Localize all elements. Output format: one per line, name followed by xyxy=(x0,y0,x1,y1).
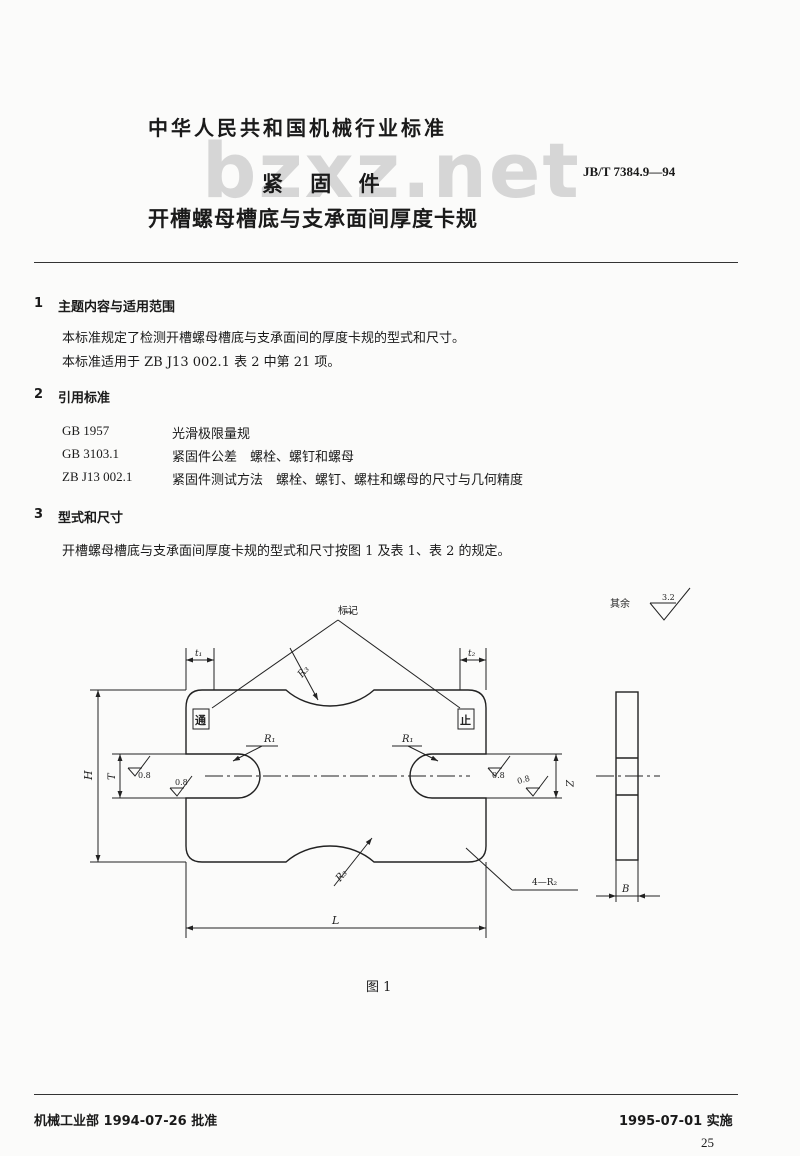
roughness-label: 0.8 xyxy=(492,771,505,780)
section-title: 引用标准 xyxy=(58,391,111,406)
nogo-box xyxy=(457,708,475,730)
rest-roughness-value: 3.2 xyxy=(662,593,675,602)
t-label: T xyxy=(107,772,118,780)
t2-label: t₂ xyxy=(468,649,476,659)
paragraph: 本标准规定了检测开槽螺母槽底与支承面间的厚度卡规的型式和尺寸。 xyxy=(62,331,466,346)
mark-label: 标记 xyxy=(338,605,358,617)
r1-left-label: R₁ xyxy=(263,734,276,745)
mark-leader xyxy=(211,619,339,709)
roughness-label: 0.8 xyxy=(138,771,151,780)
paragraph: 本标准适用于 ZB J13 002.1 表 2 中第 21 项。 xyxy=(62,355,341,370)
roughness-label: 0.8 xyxy=(516,774,531,786)
t1-label: t₁ xyxy=(195,649,202,659)
approval-date: 机械工业部 1994-07-26 批准 xyxy=(34,1114,218,1129)
l-label: L xyxy=(331,914,339,927)
title-line-1: 紧 固 件 xyxy=(262,171,390,196)
r3-top-label: R₃ xyxy=(295,664,311,681)
section-title: 主题内容与适用范围 xyxy=(58,300,176,315)
corner-radius-label: 4—R₂ xyxy=(532,878,558,888)
section-number: 1 xyxy=(34,296,44,311)
reference-name: 紧固件公差 螺栓、螺钉和螺母 xyxy=(172,450,355,465)
go-label: 通 xyxy=(195,714,206,727)
reference-code: GB 1957 xyxy=(62,423,110,438)
r3-bottom-label: R₃ xyxy=(333,868,349,885)
section-number: 2 xyxy=(34,387,44,402)
reference-name: 光滑极限量规 xyxy=(172,427,251,442)
watermark: bzxz.net xyxy=(202,126,581,215)
header-rule xyxy=(34,262,738,263)
issuing-organization: 中华人民共和国机械行业标准 xyxy=(148,116,447,140)
page-number: 25 xyxy=(701,1135,714,1150)
standard-number: JB/T 7384.9—94 xyxy=(583,164,676,179)
reference-code: ZB J13 002.1 xyxy=(62,469,133,484)
nogo-label: 止 xyxy=(460,713,471,727)
rest-roughness-label: 其余 xyxy=(610,597,630,610)
h-label: H xyxy=(82,770,95,781)
implementation-date: 1995-07-01 实施 xyxy=(619,1114,733,1129)
b-label: B xyxy=(621,884,629,895)
title-line-2: 开槽螺母槽底与支承面间厚度卡规 xyxy=(148,206,478,231)
reference-code: GB 3103.1 xyxy=(62,446,120,461)
section-number: 3 xyxy=(34,507,44,522)
gauge-outline xyxy=(185,689,487,863)
reference-name: 紧固件测试方法 螺栓、螺钉、螺柱和螺母的尺寸与几何精度 xyxy=(172,473,524,488)
paragraph: 开槽螺母槽底与支承面间厚度卡规的型式和尺寸按图 1 及表 1、表 2 的规定。 xyxy=(62,544,511,559)
figure-caption: 图 1 xyxy=(366,980,392,995)
footer-rule xyxy=(34,1094,738,1095)
go-box xyxy=(192,708,210,730)
z-label: Z xyxy=(563,779,574,788)
mark-leader xyxy=(337,619,461,709)
r1-right-label: R₁ xyxy=(401,734,414,745)
roughness-label: 0.8 xyxy=(175,778,188,787)
section-title: 型式和尺寸 xyxy=(58,511,124,526)
